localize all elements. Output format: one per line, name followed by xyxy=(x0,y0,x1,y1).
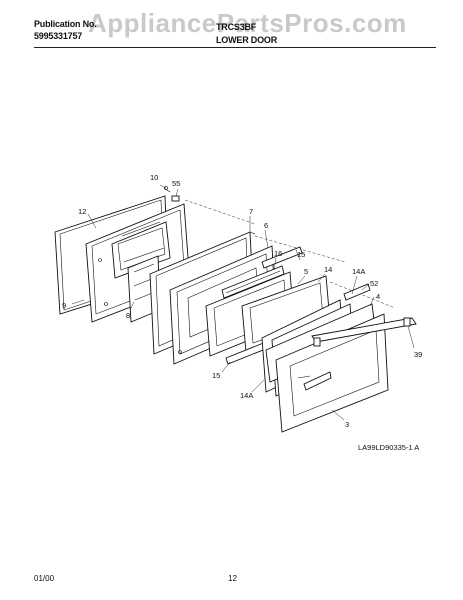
watermark: AppliancePartsPros.com xyxy=(88,8,407,38)
callout-4: 4 xyxy=(376,292,380,301)
callout-52: 52 xyxy=(370,279,378,288)
callout-39: 39 xyxy=(414,350,422,359)
callout-15-upper: 15 xyxy=(297,250,305,259)
footer-date: 01/00 xyxy=(34,574,55,583)
leader-lines xyxy=(71,184,415,421)
section-title: LOWER DOOR xyxy=(216,35,277,45)
callout-14: 14 xyxy=(324,265,332,274)
callout-8: 8 xyxy=(126,311,130,320)
callout-5: 5 xyxy=(304,267,308,276)
callout-15-lower: 15 xyxy=(212,371,220,380)
callout-12: 12 xyxy=(78,207,86,216)
header-rule xyxy=(34,47,436,48)
part-39-door-handle xyxy=(311,317,417,347)
callout-55: 55 xyxy=(172,179,180,188)
publication-label: Publication No. xyxy=(34,19,97,29)
footer-page-number: 12 xyxy=(228,574,237,583)
callout-14A-upper: 14A xyxy=(352,267,365,276)
part-52-spacer xyxy=(343,283,371,301)
publication-number: 5995331757 xyxy=(34,31,83,41)
callout-9: 9 xyxy=(62,301,66,310)
callout-7: 7 xyxy=(249,207,253,216)
part-55-10-screws xyxy=(163,186,180,202)
callout-14A-lower: 14A xyxy=(240,391,253,400)
callout-10: 10 xyxy=(150,173,158,182)
callout-labels: 10 55 12 7 6 16 15 5 14 14A 52 4 9 8 39 … xyxy=(62,173,422,429)
diagram-code: LA99LD90335-1 A xyxy=(358,443,419,452)
part-3-outer-door-panel xyxy=(275,313,389,433)
callout-16: 16 xyxy=(274,249,282,258)
model-number: TRCS3BF xyxy=(216,22,257,32)
part-15-retainer-upper xyxy=(261,246,303,269)
callout-3: 3 xyxy=(345,420,349,429)
callout-6: 6 xyxy=(264,221,268,230)
